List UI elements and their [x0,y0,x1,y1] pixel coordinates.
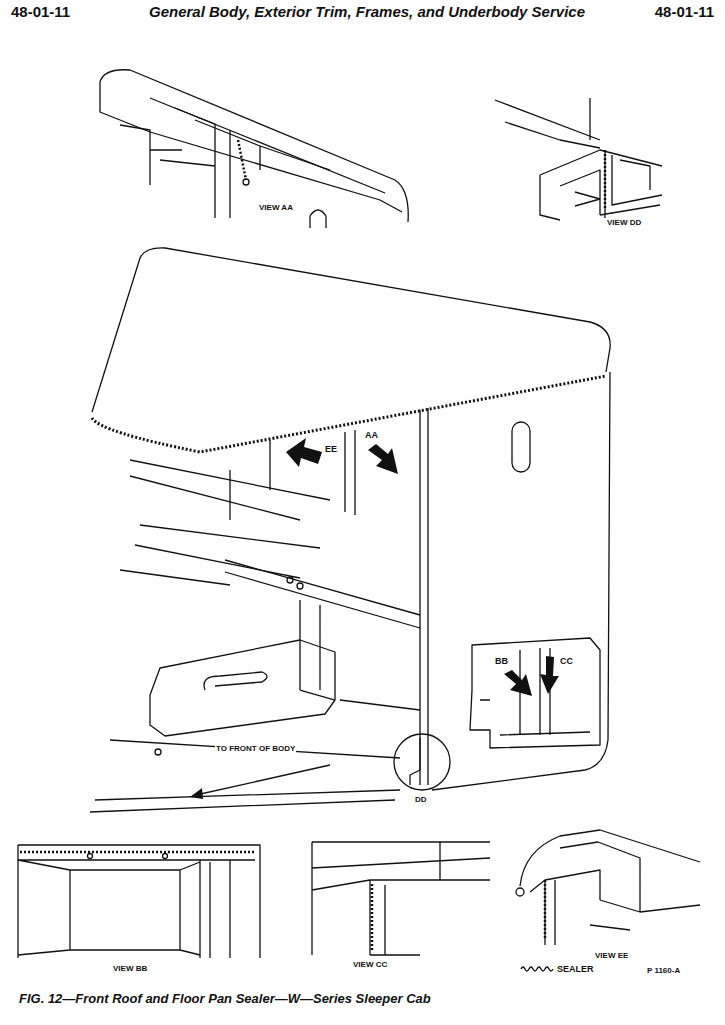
floor-joint [410,738,420,785]
bolt [163,854,168,859]
sleeper-box [150,640,335,736]
view-label: VIEW BB [112,964,148,973]
floor-pan [90,700,420,812]
roof-flange [100,82,402,212]
figure-code: P 1160-A [646,966,681,975]
pillar [120,108,230,218]
bolt [516,888,524,896]
view-aa-drawing [100,70,408,228]
direction-line [196,765,330,795]
bolt [287,577,293,583]
view-ee-drawing [516,830,700,945]
roof-joint [520,830,700,945]
cab-interior [18,845,260,958]
bolt [88,854,93,859]
view-label: VIEW AA [258,203,294,212]
view-label: VIEW EE [594,951,629,960]
view-arrow [540,656,559,694]
direction-arrowhead [190,788,203,799]
sealer-line [371,884,374,950]
view-dd-drawing [495,98,662,220]
page-header: General Body, Exterior Trim, Frames, and… [148,3,586,20]
view-label: VIEW DD [606,218,642,227]
view-callout: AA [364,430,379,440]
view-label: VIEW CC [352,960,388,969]
slot [310,210,326,228]
figure-caption: FIG. 12—Front Roof and Floor Pan Sealer—… [18,992,432,1007]
view-arrows [190,438,559,799]
detail-circle [394,734,450,790]
main-cab-drawing [90,248,610,812]
view-cc-drawing [312,842,490,955]
legend-text: SEALER [557,964,594,974]
page-number: 48-01-11 [654,3,715,20]
page-number: 48-01-11 [10,3,71,20]
bracket [195,120,330,170]
view-callout: DD [414,795,428,804]
cross-rail [225,560,420,700]
side-panel [420,372,610,790]
view-arrow [368,444,398,474]
box-handle [204,672,267,690]
view-bb-drawing [18,845,260,958]
joint [312,842,490,955]
view-arrow [504,670,532,696]
roof-outline [92,248,610,412]
roof-sealer [92,376,606,452]
view-callout: EE [324,444,338,454]
legend-sample [520,964,554,974]
sealer-line [238,140,246,180]
direction-label: TO FRONT OF BODY [215,744,296,753]
view-callout: BB [494,656,509,666]
view-callout: CC [559,656,574,666]
sealer-line [20,851,255,854]
legend-entry: SEALER [520,964,594,974]
joint [495,98,662,220]
bolt [155,749,161,755]
view-arrow [286,438,322,467]
panel-cutout [470,638,600,748]
sealer-line [544,880,547,940]
window-slot [512,422,530,472]
roof-edge [100,70,408,222]
sealer-line [604,150,607,210]
shelf [120,460,330,585]
cutout-rails [500,648,590,735]
back-divider [230,430,355,520]
bolt [297,583,303,589]
